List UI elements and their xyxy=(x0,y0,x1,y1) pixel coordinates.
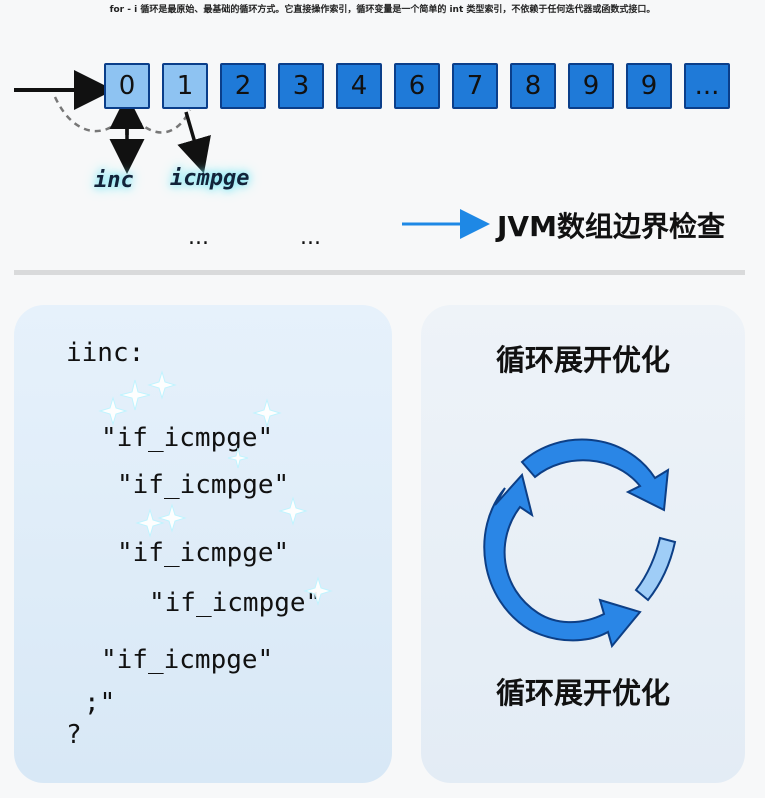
optimization-title-bottom: 循环展开优化 xyxy=(495,676,670,710)
array-cell: ... xyxy=(684,63,730,109)
optimization-panel xyxy=(421,305,745,783)
sparkle-icon xyxy=(98,396,128,426)
caption: for - i 循环是最原始、最基础的循环方式。它直接操作索引，循环变量是一个简… xyxy=(109,5,656,15)
array-cell: 7 xyxy=(452,63,498,109)
array-cell: 3 xyxy=(278,63,324,109)
array-cell: 6 xyxy=(394,63,440,109)
array-cell: 9 xyxy=(626,63,672,109)
bytecode-line: ? xyxy=(66,720,82,750)
sparkle-icon xyxy=(119,379,151,411)
array-cell: 8 xyxy=(510,63,556,109)
bytecode-panel xyxy=(14,305,392,783)
bytecode-line: "if_icmpge" xyxy=(117,470,290,500)
array-cell: 2 xyxy=(220,63,266,109)
inc-label: inc xyxy=(94,168,134,193)
array-cell: 9 xyxy=(568,63,614,109)
bytecode-line: "if_icmpge" xyxy=(149,588,322,618)
bytecode-line: iinc: xyxy=(66,338,145,368)
bytecode-line: "if_icmpge" xyxy=(117,538,290,568)
sparkle-icon xyxy=(252,398,282,428)
sparkle-icon xyxy=(303,576,333,606)
sparkle-icon xyxy=(135,508,165,538)
bytecode-line: ;" xyxy=(84,688,116,718)
legend-label: JVM数组边界检查 xyxy=(497,210,725,243)
loop-dashed-path xyxy=(53,96,192,134)
array-cell: 1 xyxy=(162,63,208,109)
ellipsis: ... xyxy=(300,225,321,250)
ellipsis: ... xyxy=(188,225,209,250)
bytecode-line: "if_icmpge" xyxy=(101,423,274,453)
optimization-title-top: 循环展开优化 xyxy=(495,343,670,377)
divider xyxy=(14,270,745,275)
array-cell: 0 xyxy=(104,63,150,109)
diagram-arrows xyxy=(14,70,490,239)
sparkle-icon xyxy=(157,503,187,533)
sparkle-icon xyxy=(147,370,177,400)
array-cell: 4 xyxy=(336,63,382,109)
icmpge-label: icmpge xyxy=(170,166,250,191)
sparkle-icon xyxy=(227,447,249,469)
icmpge-pointer-arrow xyxy=(177,111,211,174)
bytecode-line: "if_icmpge" xyxy=(101,645,274,675)
sparkle-icon xyxy=(278,496,308,526)
